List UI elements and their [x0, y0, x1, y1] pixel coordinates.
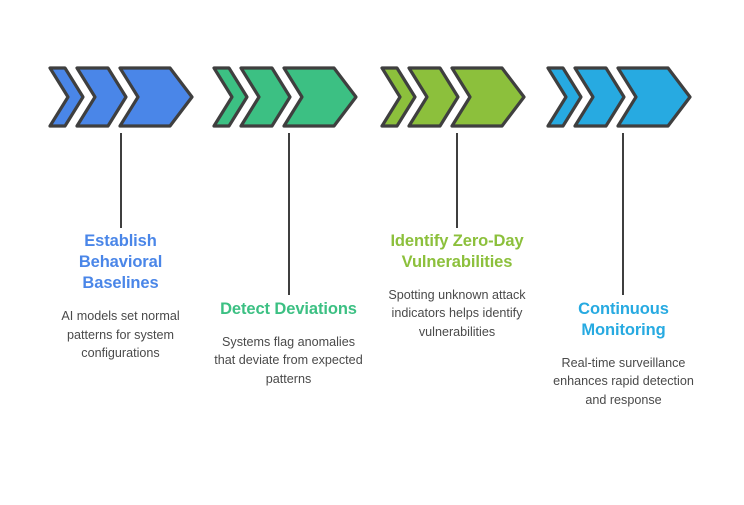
chevron-medium: [75, 66, 128, 128]
step-title-2: Detect Deviations: [220, 300, 357, 318]
triple-chevron-icon: [212, 66, 358, 128]
step-body-1: AI models set normal patterns for system…: [61, 309, 180, 360]
connector-line-step-1: [120, 133, 122, 228]
step-body-4: Real-time surveillance enhances rapid de…: [553, 356, 694, 407]
chevron-group-step-3: [380, 66, 526, 128]
chevron-group-step-1: [48, 66, 194, 128]
step-column-1: Establish Behavioral Baselines AI models…: [42, 231, 199, 362]
chevron-medium: [239, 66, 292, 128]
step-title-4: Continuous Monitoring: [578, 300, 669, 340]
chevron-medium: [573, 66, 626, 128]
step-column-4: Continuous Monitoring Real-time surveill…: [545, 299, 702, 409]
step-body-2: Systems flag anomalies that deviate from…: [214, 335, 363, 386]
chevron-large: [450, 66, 526, 128]
connector-line-step-4: [622, 133, 624, 295]
connector-line-step-3: [456, 133, 458, 228]
step-title-1: Establish Behavioral Baselines: [78, 232, 163, 293]
connector-line-step-2: [288, 133, 290, 295]
triple-chevron-icon: [546, 66, 692, 128]
chevron-medium: [407, 66, 460, 128]
chevron-small: [48, 66, 85, 128]
triple-chevron-icon: [48, 66, 194, 128]
step-column-3: Identify Zero-Day Vulnerabilities Spotti…: [377, 231, 537, 341]
chevron-large: [118, 66, 194, 128]
step-body-3: Spotting unknown attack indicators helps…: [388, 288, 526, 339]
chevron-small: [380, 66, 417, 128]
chevron-small: [546, 66, 583, 128]
chevron-group-step-2: [212, 66, 358, 128]
chevron-large: [616, 66, 692, 128]
chevron-small: [212, 66, 249, 128]
chevron-large: [282, 66, 358, 128]
chevron-row: [0, 0, 744, 140]
step-title-3: Identify Zero-Day Vulnerabilities: [390, 232, 524, 272]
chevron-group-step-4: [546, 66, 692, 128]
step-column-2: Detect Deviations Systems flag anomalies…: [210, 299, 367, 388]
triple-chevron-icon: [380, 66, 526, 128]
